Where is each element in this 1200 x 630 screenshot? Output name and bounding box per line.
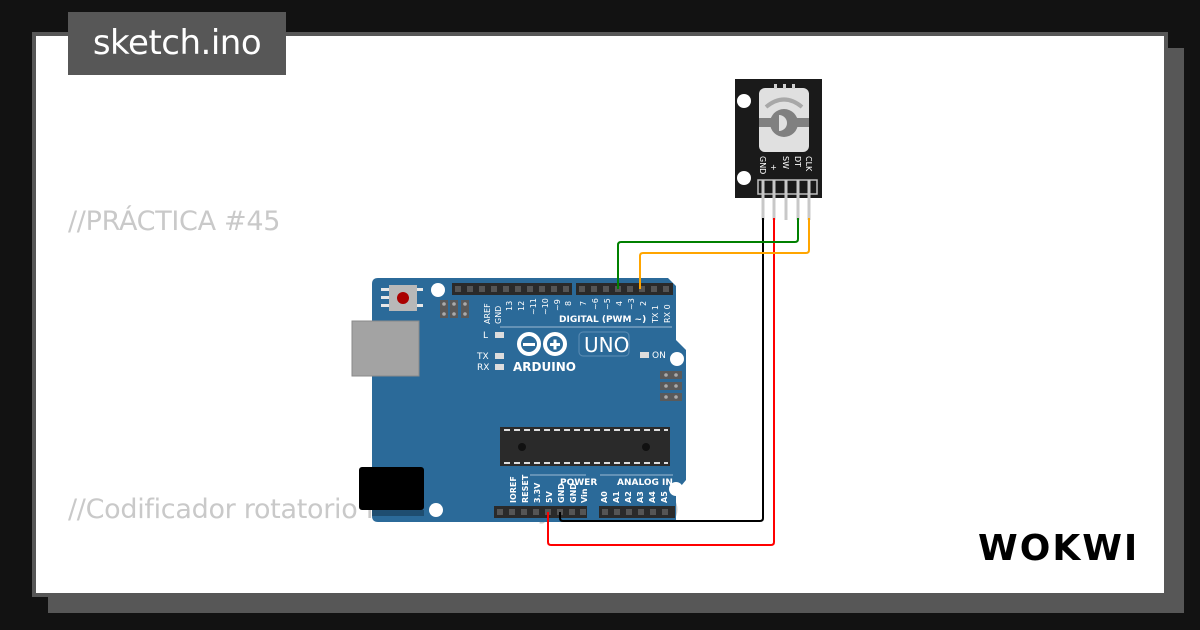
- pin-label: 5V: [545, 490, 554, 503]
- pin-label: GND: [494, 306, 503, 324]
- pin-label: 4: [615, 301, 624, 306]
- arduino-uno-board[interactable]: AREF GND 13 12 ~11 ~10 ~9 8 7 ~6 ~5 4 ~3…: [351, 278, 686, 522]
- rotary-encoder-ky040[interactable]: GND + SW DT CLK: [735, 79, 822, 220]
- pin-label: 8: [564, 301, 573, 306]
- pin-label: RX 0: [663, 304, 672, 323]
- pin-label: 7: [579, 301, 588, 306]
- pin-label: 12: [517, 301, 526, 311]
- wire-clk[interactable]: [639, 218, 810, 289]
- microcontroller-chip: [500, 427, 670, 466]
- power-header: [494, 506, 587, 518]
- code-line: //PRÁCTICA #45: [68, 206, 281, 237]
- pin-label: 13: [505, 301, 514, 311]
- pin-label: ~9: [553, 299, 562, 311]
- pin-label: GND: [569, 483, 578, 503]
- pin-label: A4: [648, 491, 657, 503]
- encoder-pin-label: SW: [781, 156, 790, 169]
- led-label-on: ON: [652, 351, 666, 361]
- pin-label: ~5: [603, 298, 612, 310]
- analog-label: ANALOG IN: [617, 478, 673, 488]
- led-label-rx: RX: [477, 363, 489, 373]
- pin-label: RESET: [521, 474, 530, 503]
- digital-header-right: [576, 283, 673, 295]
- pin-label: Vin: [580, 488, 589, 503]
- arduino-brand: ARDUINO: [513, 360, 576, 374]
- arduino-model: UNO: [584, 333, 629, 357]
- pin-label: GND: [557, 483, 566, 503]
- pin-label: ~6: [591, 298, 600, 310]
- pin-label: ~3: [627, 298, 636, 310]
- pin-label: ~11: [529, 298, 538, 315]
- pin-label: A1: [612, 491, 621, 503]
- pin-label: ~10: [541, 298, 550, 315]
- wokwi-logo: WOKWI: [978, 528, 1140, 569]
- led-label-l: L: [483, 331, 488, 341]
- led-label-tx: TX: [476, 352, 489, 362]
- arduino-infinity-logo: [517, 332, 567, 356]
- pin-label: A2: [624, 491, 633, 503]
- wire-dt[interactable]: [617, 218, 799, 289]
- pin-label: TX 1: [651, 305, 660, 324]
- wire-gnd[interactable]: [559, 218, 764, 522]
- pin-label: 3.3V: [533, 482, 542, 503]
- pin-label: 2: [639, 301, 648, 306]
- encoder-pin-label: +: [769, 164, 778, 171]
- encoder-pin-label: CLK: [804, 156, 813, 172]
- digital-label: DIGITAL (PWM ~): [559, 315, 646, 325]
- pin-label: IOREF: [509, 476, 518, 503]
- pin-label: AREF: [483, 303, 492, 324]
- pin-label: A0: [600, 491, 609, 503]
- wire-5v[interactable]: [547, 218, 775, 546]
- usb-port: [351, 320, 420, 377]
- encoder-pin-label: GND: [758, 156, 767, 174]
- power-label: POWER: [560, 478, 597, 488]
- encoder-pin-label: DT: [793, 156, 802, 167]
- file-title-tab[interactable]: sketch.ino: [68, 12, 286, 75]
- power-jack: [359, 467, 424, 510]
- pin-label: A5: [660, 491, 669, 503]
- pin-label: A3: [636, 491, 645, 503]
